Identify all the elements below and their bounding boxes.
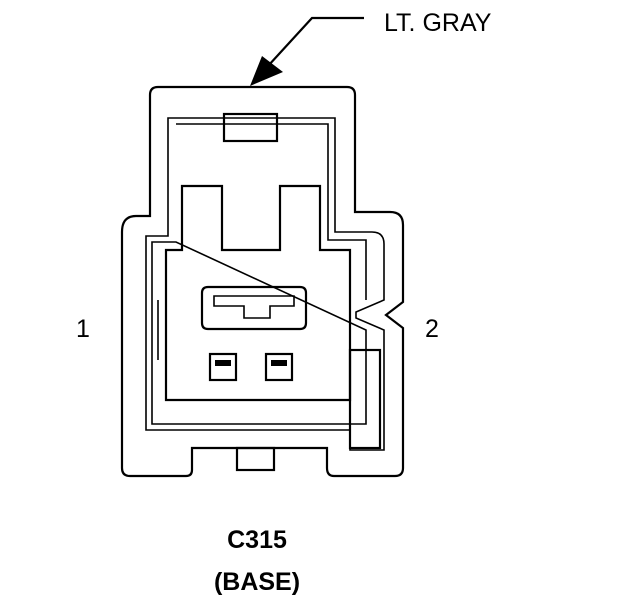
pin-contact-2 (264, 352, 294, 382)
connector-variant: (BASE) (213, 568, 301, 596)
bottom-key (235, 446, 276, 472)
connector-id: C315 (227, 526, 287, 554)
pin-label-1: 1 (76, 315, 90, 343)
terminal-slot (200, 285, 308, 331)
pin-contact-1 (208, 352, 238, 382)
pin-label-2: 2 (425, 315, 439, 343)
right-latch (348, 348, 382, 450)
terminal-cavity-block (164, 184, 352, 402)
housing-inner-wall-2 (151, 123, 367, 425)
lock-tab (222, 112, 279, 143)
housing-outline (120, 85, 405, 478)
leader-arrow (250, 16, 364, 86)
wire-color-label: LT. GRAY (384, 9, 492, 37)
